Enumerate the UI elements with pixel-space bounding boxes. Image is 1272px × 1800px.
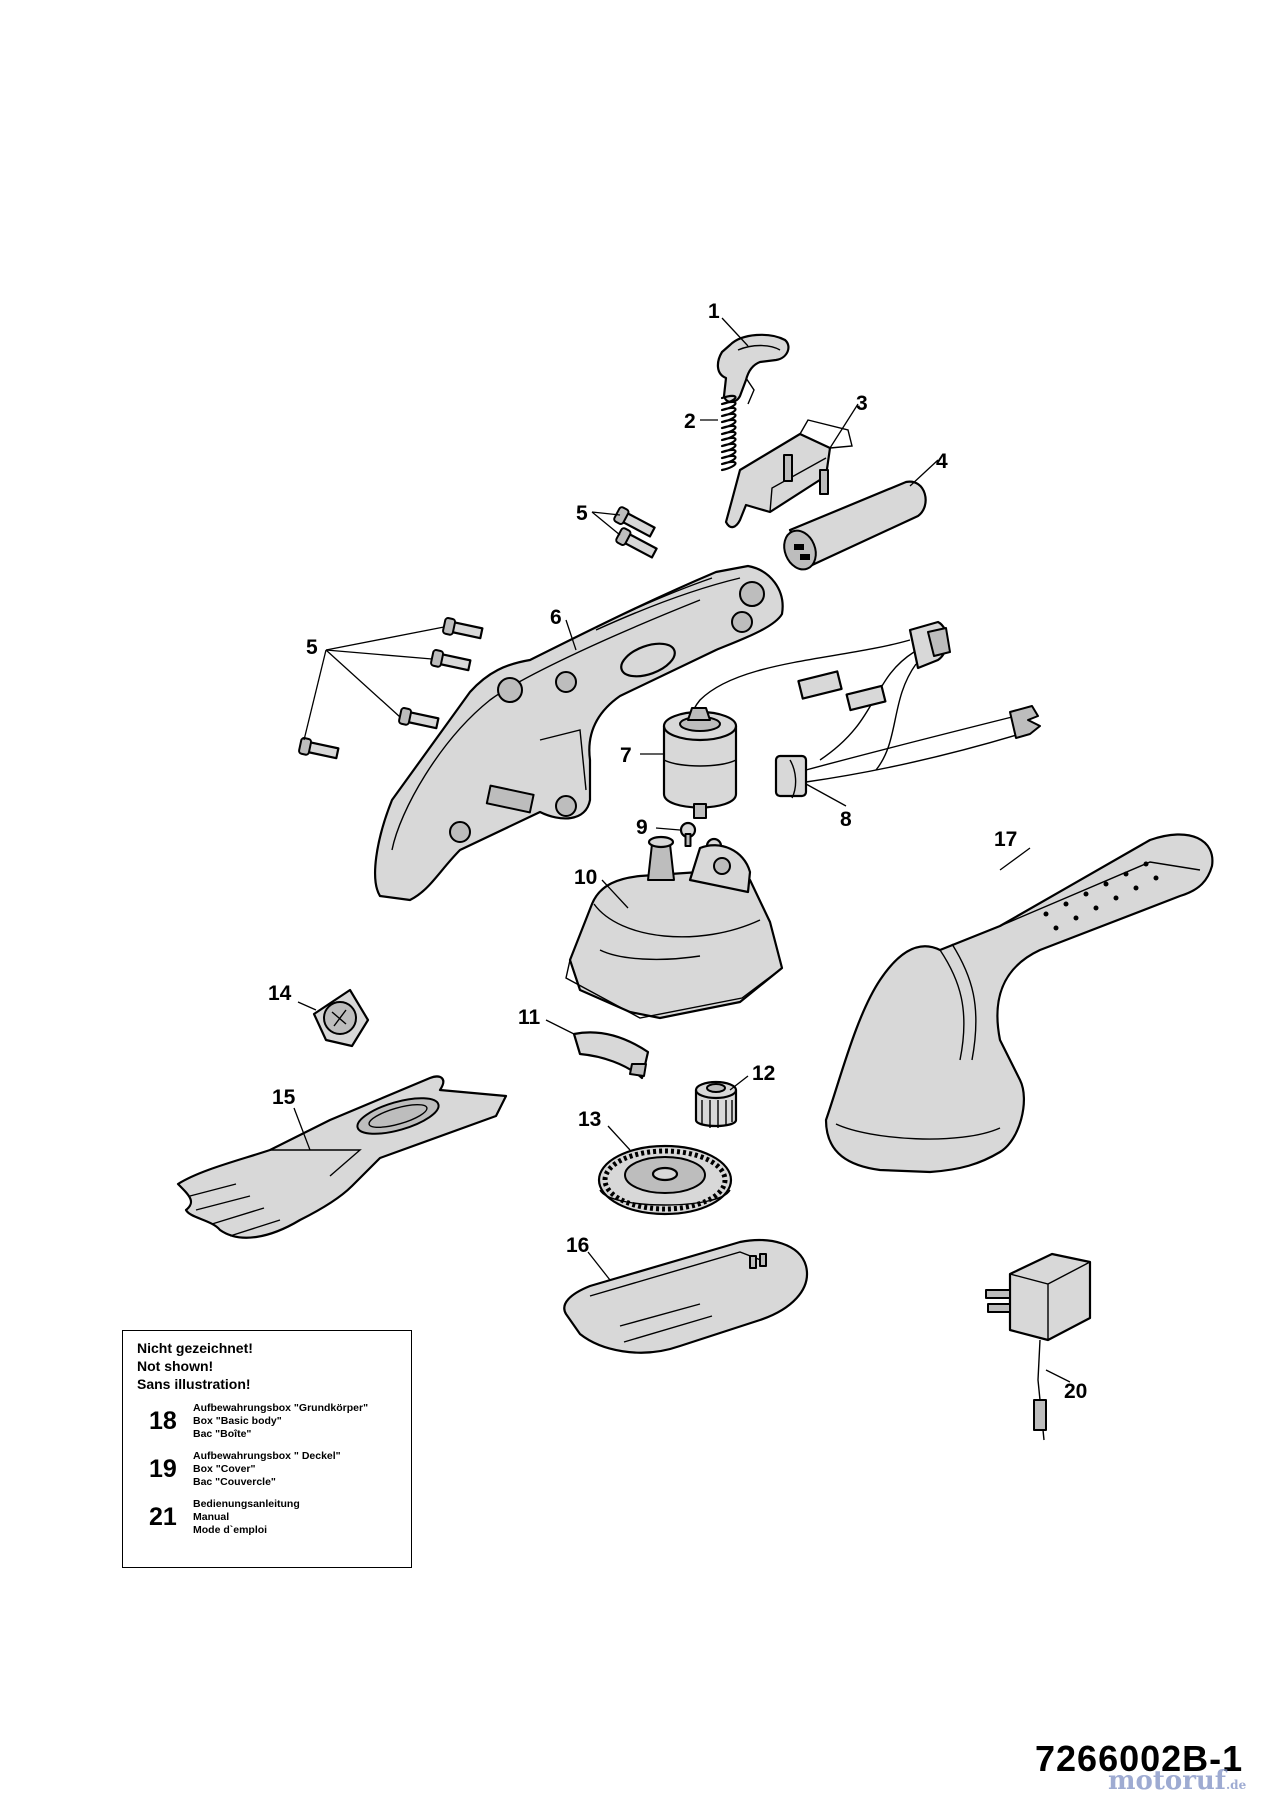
legend-item-text: Aufbewahrungsbox "Grundkörper" bbox=[193, 1402, 369, 1414]
part-15-cutting-blade bbox=[176, 1075, 508, 1239]
label-part-1: 1 bbox=[708, 300, 720, 323]
label-part-10: 10 bbox=[574, 866, 597, 889]
label-part-5-upper: 5 bbox=[576, 502, 588, 525]
watermark-logo: motoruf.de bbox=[1108, 1766, 1246, 1796]
label-part-7: 7 bbox=[620, 744, 632, 767]
legend-item-text: Bedienungsanleitung bbox=[193, 1498, 300, 1510]
label-part-3: 3 bbox=[856, 392, 868, 415]
part-5-screws-upper bbox=[613, 506, 658, 559]
part-5-screws-left bbox=[298, 617, 484, 760]
legend-item-19: 19 Aufbewahrungsbox " Deckel" Box "Cover… bbox=[137, 1450, 397, 1489]
label-part-6: 6 bbox=[550, 606, 562, 629]
legend-header-de: Nicht gezeichnet! bbox=[137, 1340, 253, 1356]
label-part-12: 12 bbox=[752, 1062, 775, 1085]
part-12-pinion bbox=[694, 1080, 738, 1128]
watermark-text: motoruf bbox=[1108, 1766, 1226, 1796]
label-part-5-left: 5 bbox=[306, 636, 318, 659]
part-4-battery bbox=[783, 480, 927, 571]
legend-item-number: 19 bbox=[149, 1455, 177, 1483]
label-part-4: 4 bbox=[936, 450, 948, 473]
part-2-spring bbox=[720, 394, 737, 472]
label-part-13: 13 bbox=[578, 1108, 601, 1131]
label-part-2: 2 bbox=[684, 410, 696, 433]
label-part-17: 17 bbox=[994, 828, 1017, 851]
label-part-15: 15 bbox=[272, 1086, 296, 1109]
legend-item-number: 18 bbox=[149, 1407, 177, 1435]
legend-item-text: Box "Cover" bbox=[193, 1463, 256, 1475]
legend-item-text: Box "Basic body" bbox=[193, 1415, 282, 1427]
part-16-blade-cover bbox=[563, 1238, 809, 1354]
part-3-switch-lever bbox=[724, 419, 853, 529]
legend-item-21: 21 Bedienungsanleitung Manual Mode d`emp… bbox=[137, 1498, 397, 1537]
legend-item-text: Bac "Couvercle" bbox=[193, 1476, 276, 1488]
label-part-8: 8 bbox=[840, 808, 852, 831]
label-part-11: 11 bbox=[518, 1006, 541, 1029]
legend-item-18: 18 Aufbewahrungsbox "Grundkörper" Box "B… bbox=[137, 1402, 397, 1441]
drawing-number: 7266002B-1 bbox=[1035, 1738, 1244, 1779]
leader-lines bbox=[293, 317, 1071, 1383]
legend-item-text: Mode d`emploi bbox=[193, 1524, 268, 1536]
legend-item-text: Bac "Boîte" bbox=[193, 1428, 252, 1440]
part-6-housing-half bbox=[374, 564, 784, 902]
part-1-switch-button bbox=[716, 333, 790, 405]
part-17-handle-cover bbox=[824, 833, 1214, 1174]
not-shown-legend: Nicht gezeichnet! Not shown! Sans illust… bbox=[122, 1330, 412, 1568]
part-10-gear-housing bbox=[565, 835, 784, 1020]
label-part-14: 14 bbox=[268, 982, 292, 1005]
legend-item-text: Manual bbox=[193, 1511, 230, 1523]
legend-header-fr: Sans illustration! bbox=[137, 1376, 251, 1392]
part-20-charger bbox=[985, 1252, 1092, 1441]
legend-header-en: Not shown! bbox=[137, 1358, 214, 1374]
part-14-pivot-plate bbox=[312, 988, 370, 1048]
legend-header: Nicht gezeichnet! Not shown! Sans illust… bbox=[137, 1339, 397, 1393]
part-11-blade-guide bbox=[572, 1031, 650, 1080]
legend-item-text: Aufbewahrungsbox " Deckel" bbox=[193, 1450, 341, 1462]
part-13-main-gear bbox=[597, 1144, 733, 1216]
watermark-domain: .de bbox=[1226, 1778, 1247, 1792]
label-part-16: 16 bbox=[566, 1234, 589, 1257]
label-part-9: 9 bbox=[636, 816, 648, 839]
legend-item-number: 21 bbox=[149, 1503, 177, 1531]
part-8-wiring-harness bbox=[689, 620, 1041, 799]
label-part-20: 20 bbox=[1064, 1380, 1087, 1403]
part-7-motor bbox=[662, 707, 738, 819]
